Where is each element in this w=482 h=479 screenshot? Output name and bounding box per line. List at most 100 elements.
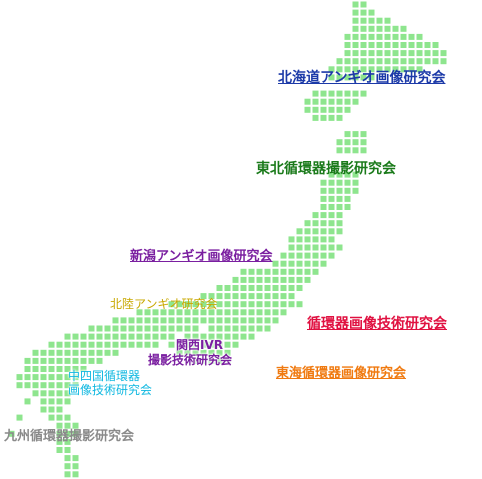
map-cell — [151, 316, 160, 325]
map-cell — [319, 194, 328, 203]
map-island-cell — [47, 365, 56, 373]
map-cell — [183, 308, 192, 317]
map-cell — [367, 65, 376, 74]
map-cell — [287, 243, 296, 252]
map-cell — [239, 324, 248, 333]
map-cell — [359, 65, 368, 74]
map-cell — [319, 251, 328, 260]
map-cell — [439, 49, 448, 58]
map-cell — [247, 316, 256, 325]
map-cell — [175, 308, 184, 317]
map-cell — [135, 316, 144, 325]
map-cell — [159, 316, 168, 325]
map-cell — [279, 275, 288, 284]
map-cell — [399, 65, 408, 74]
map-cell — [39, 405, 48, 414]
map-cell — [215, 348, 224, 357]
map-cell — [311, 259, 320, 268]
map-cell — [151, 308, 160, 317]
map-cell — [319, 113, 328, 122]
map-cell — [39, 356, 48, 365]
map-cell — [71, 348, 80, 357]
map-cell — [55, 340, 64, 349]
map-cell — [111, 340, 120, 349]
map-cell — [47, 405, 56, 414]
link-kansai-ivr-line1[interactable]: 関西IVR — [176, 338, 223, 352]
map-cell — [63, 365, 72, 373]
link-niigata-angio[interactable]: 新潟アンギオ画像研究会 — [130, 249, 273, 264]
map-cell — [343, 41, 352, 49]
map-cell — [175, 324, 184, 333]
map-cell — [359, 49, 368, 58]
map-cell — [223, 292, 232, 301]
map-cell — [191, 340, 200, 349]
link-chushikoku-line1[interactable]: 中四国循環器 — [68, 369, 141, 383]
map-cell — [295, 259, 304, 268]
link-kansai-ivr-line2[interactable]: 撮影技術研究会 — [148, 353, 233, 367]
link-chushikoku-line2[interactable]: 画像技術研究会 — [68, 383, 153, 397]
map-cell — [319, 219, 328, 228]
map-cell — [247, 332, 256, 341]
map-cell — [175, 316, 184, 325]
map-cell — [335, 105, 344, 114]
map-cell — [207, 340, 216, 349]
map-cell — [375, 49, 384, 58]
map-cell — [231, 340, 240, 349]
map-cell — [207, 308, 216, 317]
map-cell — [279, 259, 288, 268]
map-cell — [351, 41, 360, 49]
map-cell — [63, 397, 72, 406]
map-cell — [55, 356, 64, 365]
map-cell — [359, 146, 368, 155]
map-cell — [287, 300, 296, 309]
map-cell — [335, 89, 344, 98]
link-tokai-junkanki[interactable]: 東海循環器画像研究会 — [276, 366, 407, 381]
map-cell — [247, 300, 256, 309]
map-cell — [279, 292, 288, 301]
link-kyushu-junkanki[interactable]: 九州循環器撮影研究会 — [4, 429, 135, 444]
map-cell — [375, 57, 384, 66]
map-cell — [71, 470, 80, 479]
map-cell — [31, 365, 40, 373]
map-cell — [327, 113, 336, 122]
link-tohoku-junkanki[interactable]: 東北循環器撮影研究会 — [256, 161, 396, 177]
map-cell — [351, 32, 360, 41]
link-hokuriku-angio[interactable]: 北陸アンギオ研究会 — [110, 297, 218, 311]
link-junkanki-gazo[interactable]: 循環器画像技術研究会 — [307, 316, 447, 332]
map-cell — [247, 275, 256, 284]
map-cell — [335, 73, 344, 82]
map-cell — [143, 324, 152, 333]
map-cell — [63, 421, 72, 430]
map-cell — [223, 308, 232, 317]
map-cell — [319, 243, 328, 252]
map-cell — [255, 267, 264, 276]
map-cell — [351, 24, 360, 33]
map-cell — [191, 332, 200, 341]
map-cell — [407, 49, 416, 58]
map-cell — [343, 73, 352, 82]
map-cell — [287, 292, 296, 301]
map-island-cell — [23, 397, 32, 406]
map-cell — [359, 138, 368, 147]
map-cell — [327, 170, 336, 179]
link-hokkaido-angio[interactable]: 北海道アンギオ画像研究会 — [278, 70, 446, 86]
map-cell — [119, 340, 128, 349]
map-cell — [439, 57, 448, 66]
map-cell — [351, 49, 360, 58]
map-cell — [311, 211, 320, 220]
map-cell — [87, 356, 96, 365]
map-cell — [343, 105, 352, 114]
map-cell — [191, 300, 200, 309]
map-cell — [215, 308, 224, 317]
map-cell — [327, 235, 336, 244]
map-cell — [207, 300, 216, 309]
map-cell — [327, 73, 336, 82]
map-cell — [295, 243, 304, 252]
map-cell — [335, 211, 344, 220]
map-cell — [223, 332, 232, 341]
map-cell — [55, 373, 64, 382]
map-cell — [287, 235, 296, 244]
map-cell — [343, 65, 352, 74]
map-cell — [39, 389, 48, 398]
